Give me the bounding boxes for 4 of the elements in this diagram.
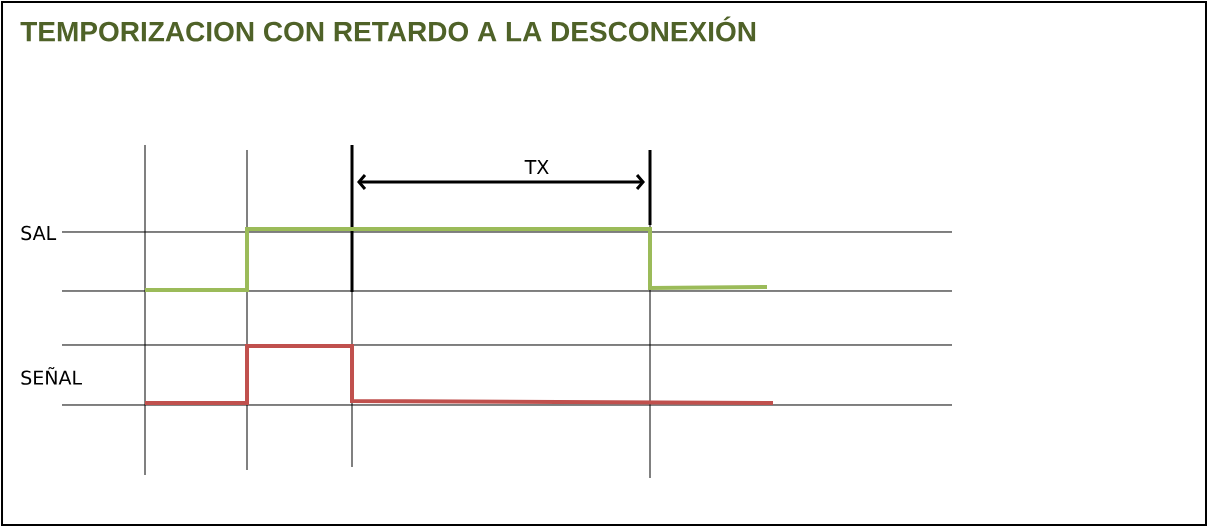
signal-label: TX <box>524 160 549 174</box>
title: TEMPORIZACION CON RETARDO A LA DESCONEXIÓN <box>20 16 756 42</box>
signal-label: SAL <box>21 225 57 241</box>
signal-label: SEÑAL <box>21 367 82 385</box>
